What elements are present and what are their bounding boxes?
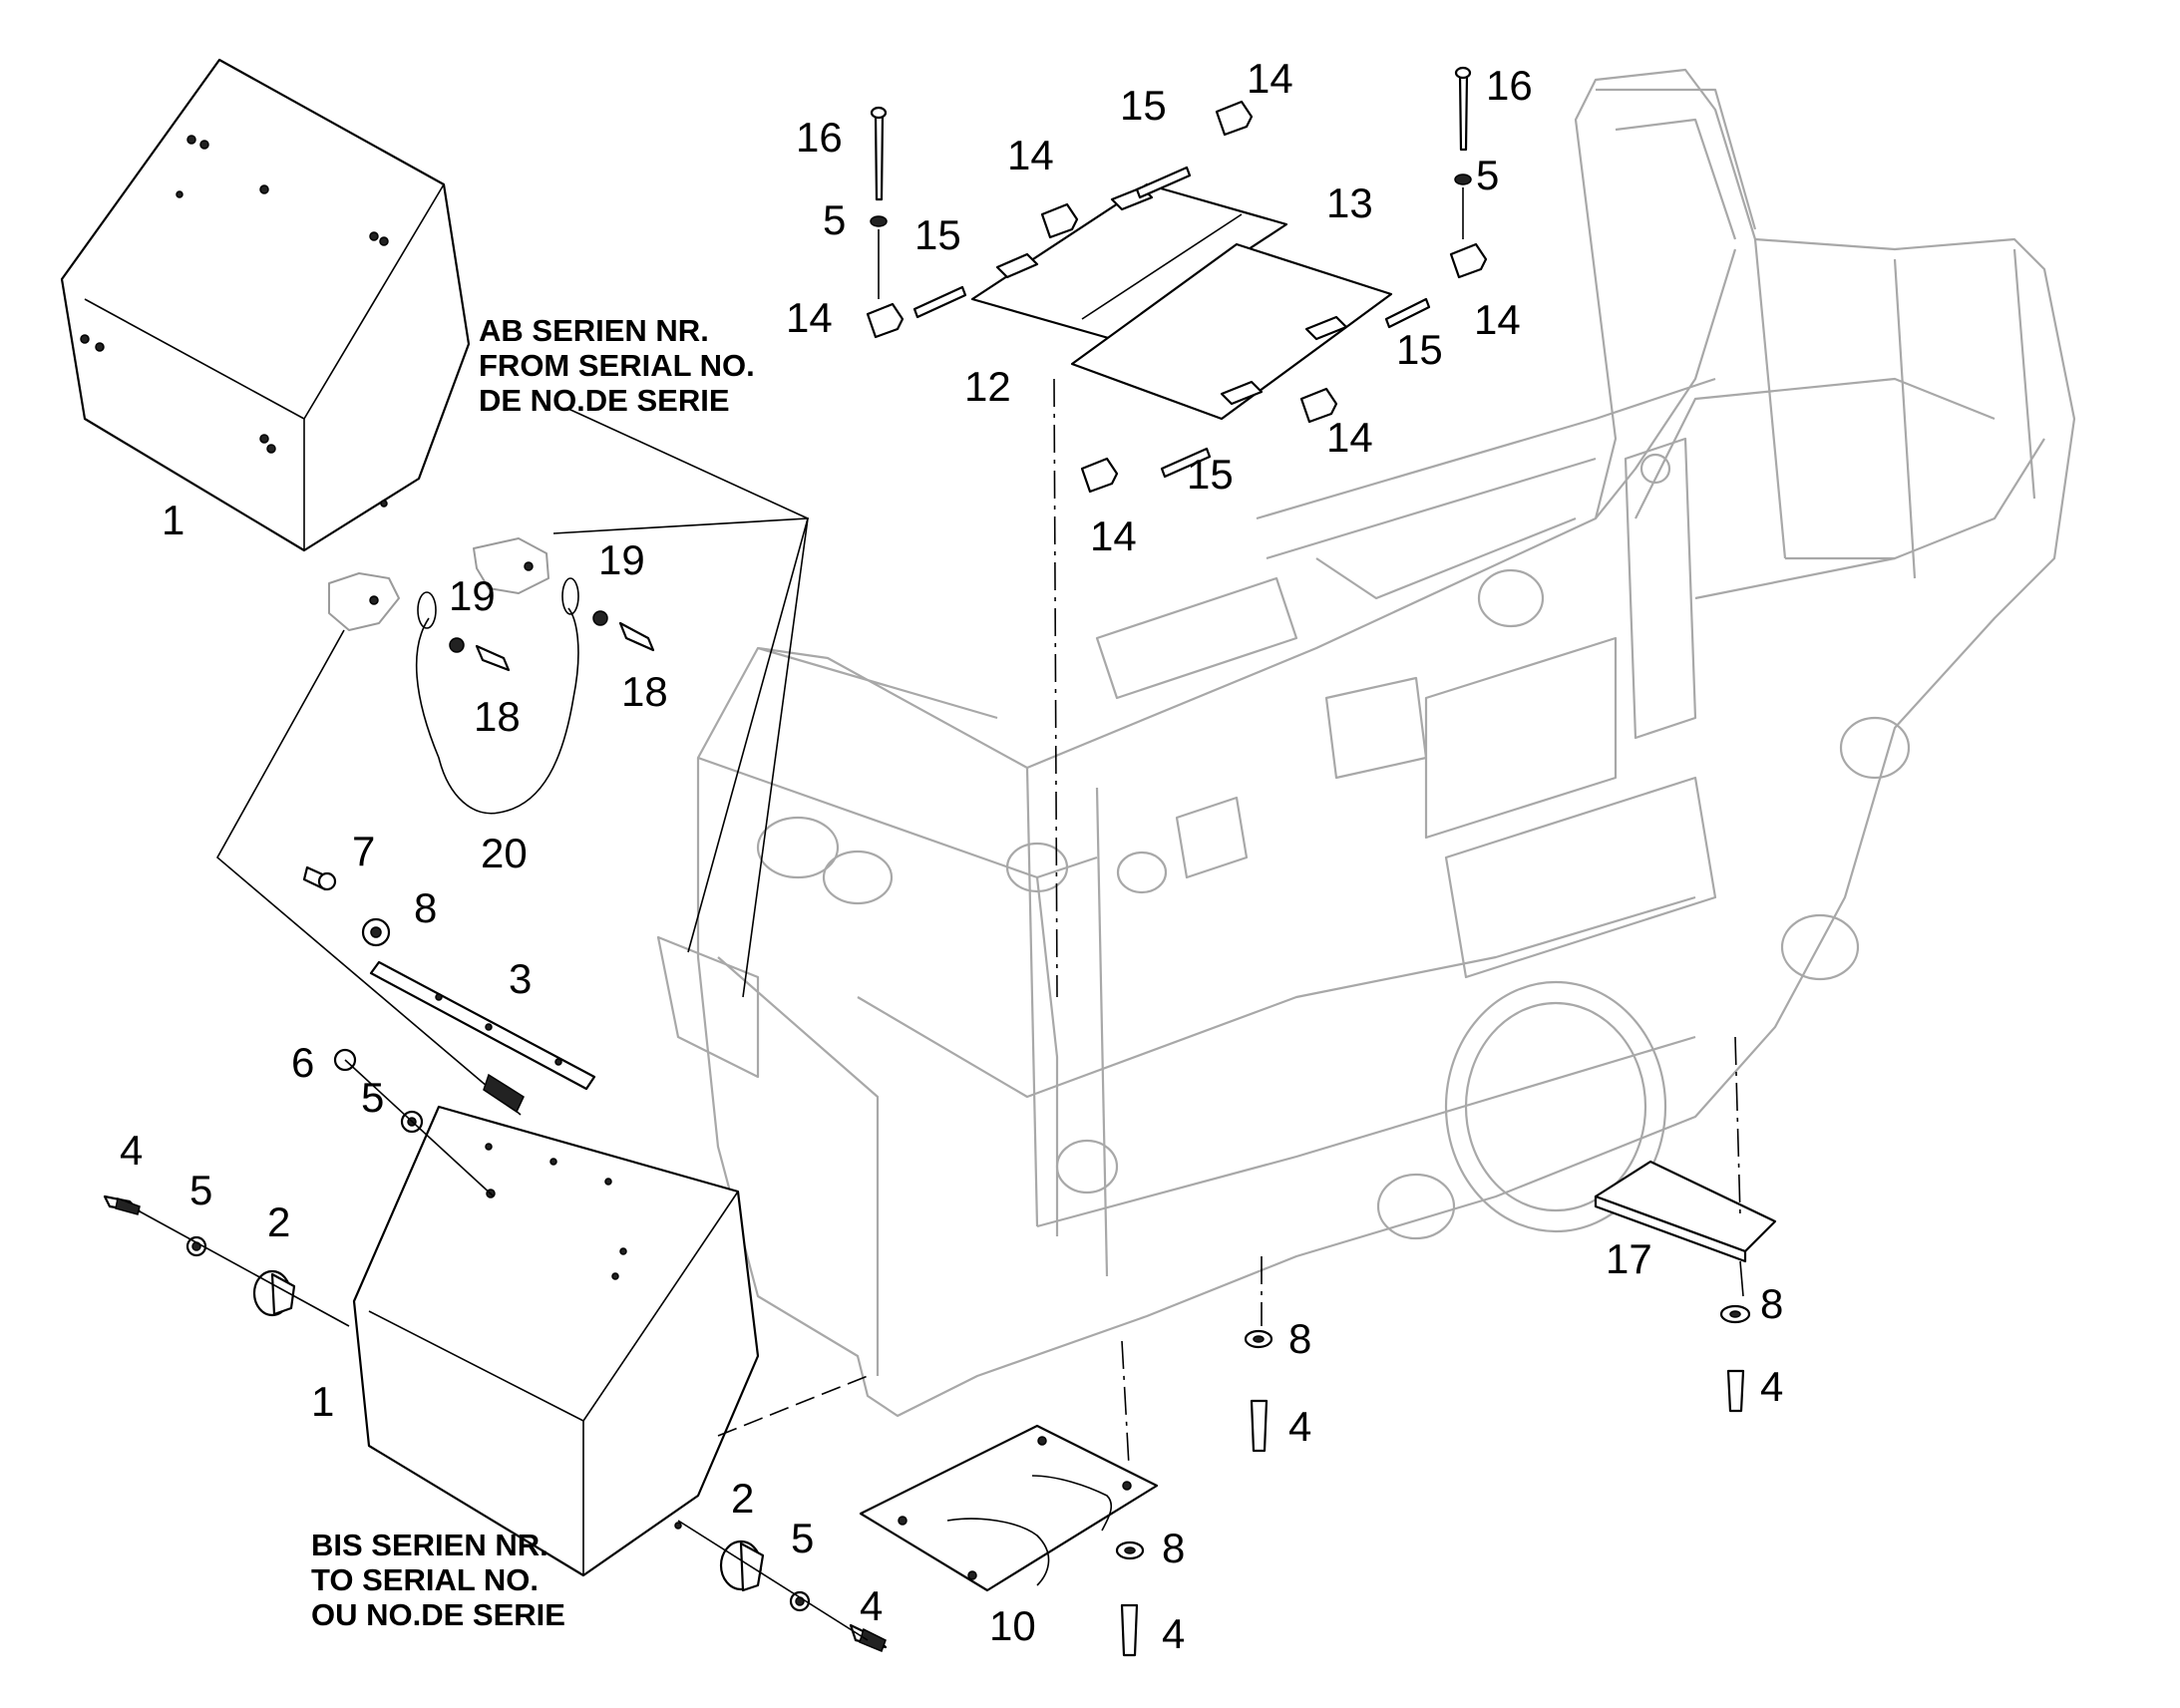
cover-part-1-top: [60, 58, 471, 552]
callout-15-a: 15: [1120, 82, 1167, 129]
note-from-line-2: FROM SERIAL NO.: [479, 348, 755, 383]
callout-15-b: 15: [914, 211, 961, 258]
plate-part-17: [1594, 1036, 1777, 1413]
callout-4-a: 4: [120, 1127, 143, 1174]
callout-19-a: 19: [449, 572, 496, 619]
strip-assembly-3: [302, 865, 596, 1091]
callout-18-a: 18: [474, 693, 521, 740]
note-to-line-1: BIS SERIEN NR.: [311, 1528, 548, 1562]
note-to-line-3: OU NO.DE SERIE: [311, 1597, 565, 1632]
lanyard-assembly: [328, 537, 655, 815]
note-to-line-2: TO SERIAL NO.: [311, 1562, 539, 1597]
callouts: 1 1 2 2 3 4 4 4 4 4 5 5 5 5 5 6 7 8 8 8 …: [120, 55, 1783, 1657]
callout-5-e: 5: [1476, 152, 1499, 198]
callout-2-a: 2: [267, 1198, 290, 1245]
callout-4-e: 4: [1760, 1363, 1783, 1410]
main-frame: [656, 68, 2076, 1418]
callout-20: 20: [481, 830, 528, 876]
callout-7: 7: [352, 828, 375, 874]
callout-14-c: 14: [786, 294, 833, 341]
note-from-line-1: AB SERIEN NR.: [479, 313, 709, 348]
fastener-stack-middle: [1244, 1256, 1273, 1453]
callout-5-d: 5: [823, 196, 846, 243]
callout-5-a: 5: [189, 1167, 212, 1213]
note-from-line-3: DE NO.DE SERIE: [479, 383, 730, 418]
cover-part-1-bottom: [333, 1048, 760, 1577]
callout-16-b: 16: [1486, 62, 1533, 109]
bumper-stack-bottom: [677, 1375, 888, 1652]
callout-19-b: 19: [598, 536, 645, 583]
callout-14-f: 14: [1090, 512, 1137, 559]
serial-note-from: AB SERIEN NR. FROM SERIAL NO. DE NO.DE S…: [479, 313, 755, 418]
callout-10: 10: [989, 1602, 1036, 1649]
leader-lines: [215, 408, 810, 1116]
callout-4-d: 4: [1288, 1403, 1311, 1450]
callout-14-d: 14: [1474, 296, 1521, 343]
callout-6: 6: [291, 1039, 314, 1086]
plate-part-10: [859, 1340, 1159, 1657]
callout-1-top: 1: [162, 497, 184, 543]
callout-16-a: 16: [796, 114, 843, 161]
callout-8-d: 8: [1760, 1280, 1783, 1327]
callout-18-b: 18: [621, 668, 668, 715]
callout-14-a: 14: [1247, 55, 1293, 102]
callout-4-c: 4: [1162, 1610, 1185, 1657]
callout-13: 13: [1326, 179, 1373, 226]
callout-8-c: 8: [1288, 1315, 1311, 1362]
callout-3: 3: [509, 955, 532, 1002]
callout-15-c: 15: [1396, 326, 1443, 373]
callout-15-d: 15: [1187, 451, 1234, 498]
bumper-stack-left: [103, 1195, 350, 1327]
callout-12: 12: [964, 363, 1011, 410]
callout-14-e: 14: [1326, 414, 1373, 461]
callout-2-b: 2: [731, 1475, 754, 1522]
serial-note-to: BIS SERIEN NR. TO SERIAL NO. OU NO.DE SE…: [311, 1528, 565, 1632]
callout-17: 17: [1606, 1235, 1652, 1282]
callout-5-b: 5: [361, 1074, 384, 1121]
hatch-assembly: [866, 66, 1488, 998]
callout-8-b: 8: [1162, 1525, 1185, 1571]
callout-1-bottom: 1: [311, 1378, 334, 1425]
callout-5-c: 5: [791, 1515, 814, 1561]
callout-8-a: 8: [414, 884, 437, 931]
callout-14-b: 14: [1007, 132, 1054, 178]
callout-4-b: 4: [860, 1582, 883, 1629]
